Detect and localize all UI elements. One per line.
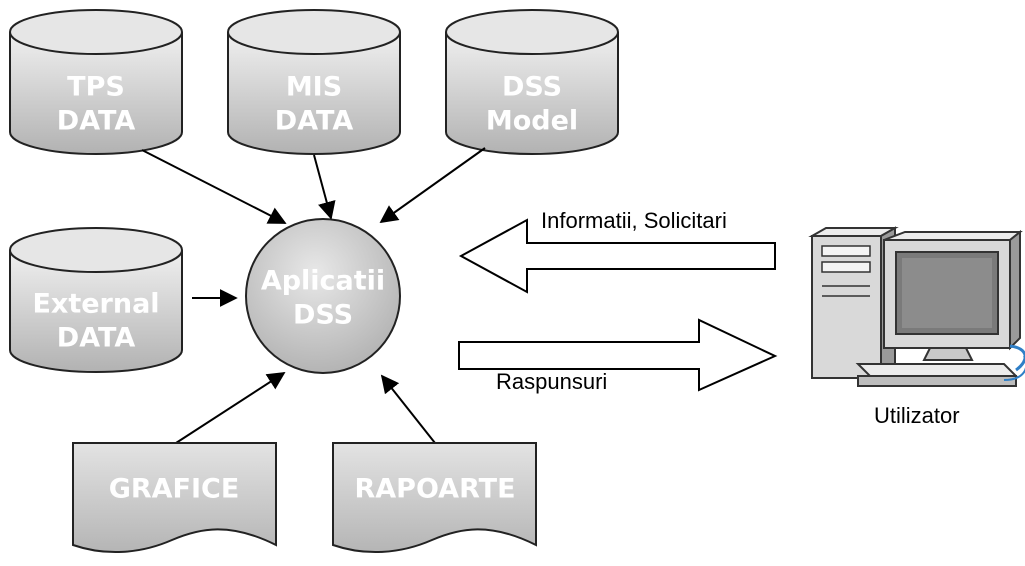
response-flow-arrow bbox=[458, 318, 778, 392]
external-data-label-line1: External bbox=[32, 289, 159, 320]
arrow-dss-model-to-center bbox=[379, 147, 486, 224]
request-flow-label: Informatii, Solicitari bbox=[541, 208, 727, 233]
tps-data-cylinder: TPS DATA bbox=[9, 9, 183, 155]
mis-data-label-line2: DATA bbox=[275, 106, 354, 137]
tps-data-label-line2: DATA bbox=[57, 106, 136, 137]
arrow-grafice-to-center bbox=[175, 372, 286, 444]
grafice-document: GRAFICE bbox=[72, 442, 277, 554]
tps-data-label-line1: TPS bbox=[67, 72, 125, 103]
center-label-line1: Aplicatii bbox=[261, 266, 385, 297]
rapoarte-document: RAPOARTE bbox=[332, 442, 537, 554]
external-data-cylinder: External DATA bbox=[9, 227, 183, 373]
dss-model-cylinder: DSS Model bbox=[445, 9, 619, 155]
dss-model-label-line1: DSS bbox=[502, 72, 562, 103]
user-label: Utilizator bbox=[874, 403, 960, 428]
grafice-label: GRAFICE bbox=[109, 474, 240, 505]
dss-model-label-line2: Model bbox=[486, 106, 578, 137]
mis-data-label-line1: MIS bbox=[286, 72, 342, 103]
center-label-line2: DSS bbox=[293, 300, 353, 331]
external-data-label-line2: DATA bbox=[57, 323, 136, 354]
arrow-rapoarte-to-center bbox=[380, 374, 436, 444]
mis-data-cylinder: MIS DATA bbox=[227, 9, 401, 155]
aplicatii-dss-circle: Aplicatii DSS bbox=[245, 218, 401, 374]
rapoarte-label: RAPOARTE bbox=[354, 474, 515, 505]
response-flow-label: Raspunsuri bbox=[496, 369, 607, 394]
arrow-mis-to-center bbox=[313, 154, 336, 220]
request-flow-arrow bbox=[458, 218, 776, 294]
computer-icon bbox=[808, 226, 1025, 387]
arrow-tps-to-center bbox=[141, 149, 287, 224]
